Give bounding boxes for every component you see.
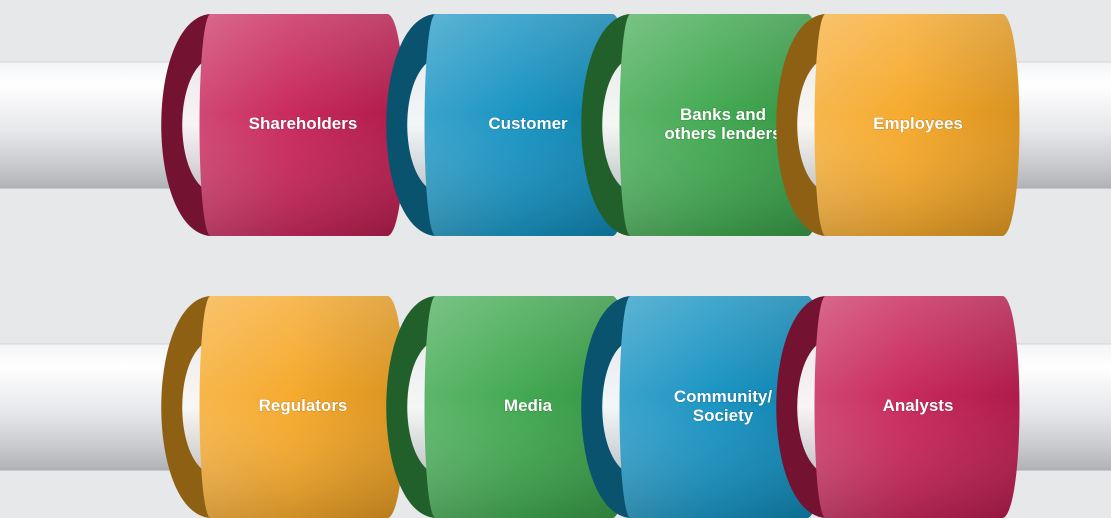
band-regulators: Regulators <box>161 296 405 518</box>
band-shareholders: Shareholders <box>161 14 405 236</box>
band-banks-shade <box>619 14 825 236</box>
band-customer-shade <box>424 14 630 236</box>
band-customer-label: Customer <box>488 114 568 133</box>
band-shareholders-shade <box>199 14 405 236</box>
row-bottom: Regulators Media Community/Society Analysts <box>0 296 1111 518</box>
band-community-label: Community/Society <box>674 387 773 425</box>
band-employees-label: Employees <box>873 114 963 133</box>
band-media-shade <box>424 296 630 518</box>
band-media: Media <box>386 296 630 518</box>
band-analysts-label: Analysts <box>883 396 954 415</box>
band-analysts-shade <box>814 296 1020 518</box>
band-community-shade <box>619 296 825 518</box>
band-customer: Customer <box>386 14 630 236</box>
band-media-label: Media <box>504 396 553 415</box>
band-analysts: Analysts <box>776 296 1020 518</box>
band-regulators-shade <box>199 296 405 518</box>
band-regulators-label: Regulators <box>259 396 348 415</box>
band-employees-shade <box>814 14 1020 236</box>
band-community: Community/Society <box>581 296 825 518</box>
band-shareholders-label: Shareholders <box>249 114 358 133</box>
band-employees: Employees <box>776 14 1020 236</box>
